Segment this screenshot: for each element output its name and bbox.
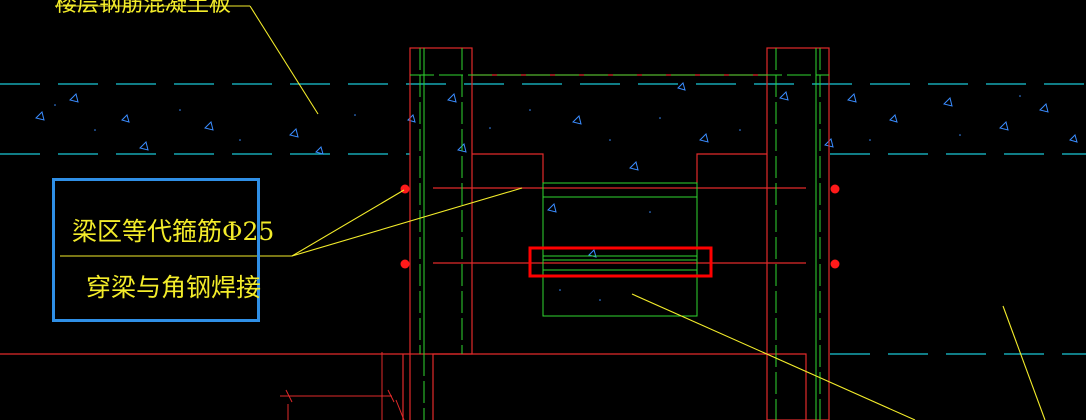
annotation-line-1: 梁区等代箍筋Φ25 [72,217,275,246]
concrete-hatch [35,82,1078,258]
highlight-box [528,246,713,278]
leader-lines [55,5,1046,420]
rebar-dots [400,184,840,269]
annotation-callout-box [52,178,260,322]
slab-boundary-lines [0,83,1086,355]
dimension-marks [280,352,405,420]
annotation-line-2: 穿梁与角钢焊接 [86,273,262,302]
hatch-dots [54,95,1021,301]
top-leader-label: 楼层钢筋混凝土板 [55,0,232,17]
rebar-lines [410,48,829,420]
structure-outline [0,47,830,420]
